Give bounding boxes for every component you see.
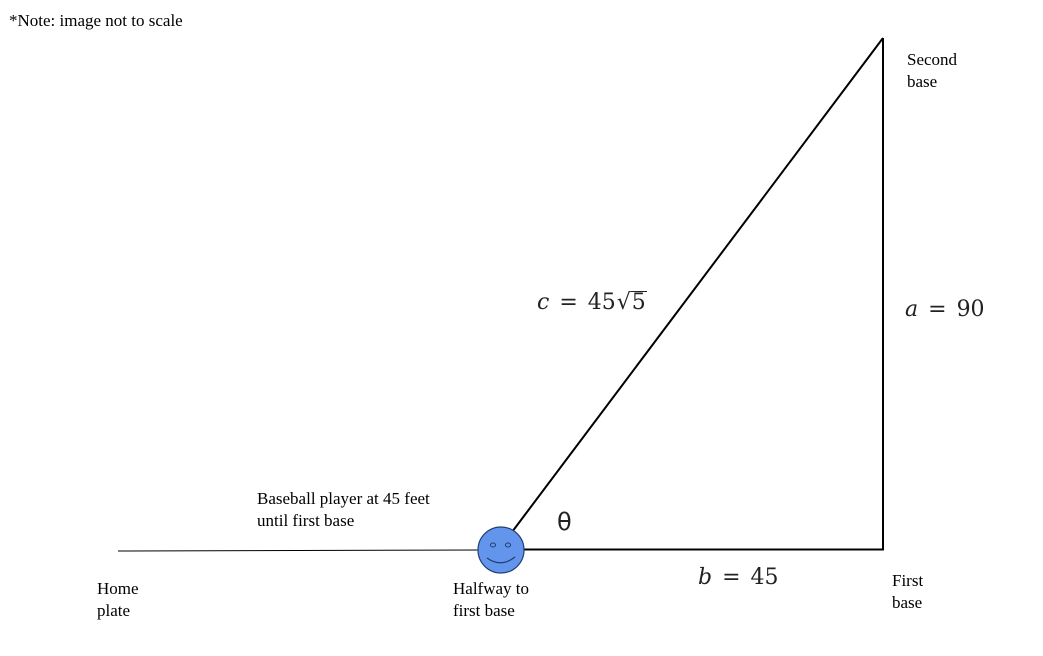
side-c-radicand: 5 <box>630 290 647 315</box>
first-base-label: First base <box>892 571 924 612</box>
smile-icon <box>486 556 516 564</box>
home-to-player-line <box>117 549 481 552</box>
side-b-label: b = 45 <box>698 564 779 592</box>
second-base-label: Second base <box>907 50 958 91</box>
side-c-equals: = <box>559 290 578 315</box>
player-label: Baseball player at 45 feet until first b… <box>257 489 430 530</box>
side-b-variable: b <box>698 565 713 590</box>
side-a-variable: a <box>905 297 919 322</box>
angle-theta-label: θ <box>557 508 572 536</box>
halfway-label: Halfway to first base <box>453 579 530 620</box>
square-root: √5 <box>616 289 647 317</box>
home-plate-label: Home plate <box>97 579 139 620</box>
side-a-equals: = <box>928 297 947 322</box>
note-text: *Note: image not to scale <box>9 11 183 30</box>
smiley-face-icon <box>477 526 525 574</box>
side-a-value: 90 <box>956 297 985 322</box>
side-c-variable: c <box>537 290 550 315</box>
side-a-label: a = 90 <box>905 296 985 324</box>
radical-icon: √ <box>616 290 631 315</box>
side-c-label: c = 45√5 <box>537 289 647 317</box>
side-b-equals: = <box>722 565 741 590</box>
side-c-coefficient: 45 <box>587 290 616 315</box>
right-eye-icon <box>504 542 512 548</box>
left-eye-icon <box>489 542 497 548</box>
side-b-value: 45 <box>750 565 779 590</box>
side-c-line <box>511 37 884 533</box>
